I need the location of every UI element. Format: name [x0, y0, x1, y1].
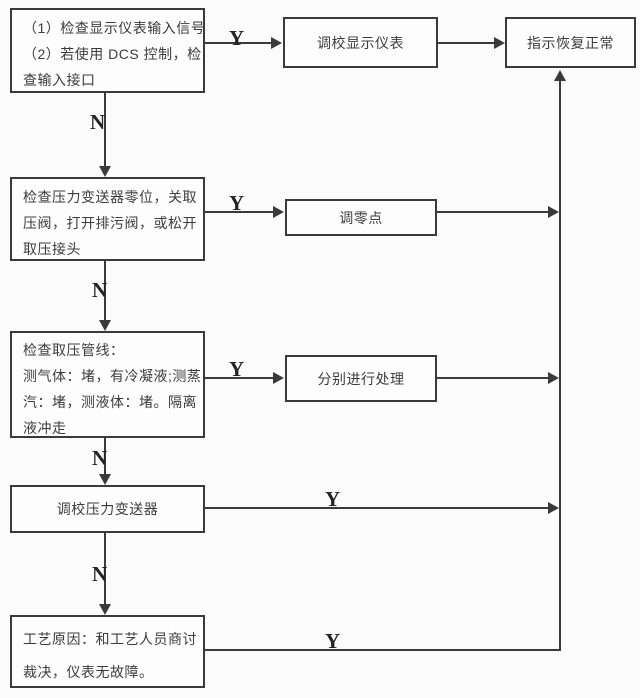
node-label: 调零点 [339, 209, 383, 226]
edge-y1-label: Y [229, 26, 245, 50]
edge-y2-arrowhead [273, 206, 284, 218]
edge-n4-arrowhead [99, 604, 111, 615]
node-adjust-zero-point: 调零点 [285, 199, 437, 236]
edge-calibrate-restored-arrowhead [494, 37, 505, 49]
node-check-pressure-lines: 检查取压管线： 测气体：堵，有冷凝液;测蒸 汽：堵，测液体：堵。隔离 液冲走 [10, 331, 205, 438]
edge-n2-line [104, 261, 106, 320]
node-text-line: 测气体：堵，有冷凝液;测蒸 [23, 368, 202, 384]
node-indication-restored: 指示恢复正常 [505, 17, 636, 68]
edge-zero-trunk-line [437, 211, 548, 213]
node-calibrate-display: 调校显示仪表 [283, 17, 438, 68]
node-label: 指示恢复正常 [527, 34, 614, 51]
edge-n1-label: N [90, 110, 106, 134]
edge-y3-line [205, 377, 273, 379]
edge-n4-label: N [92, 562, 108, 586]
node-text-line: 检查取压管线： [23, 342, 125, 358]
node-text-line: 查输入接口 [23, 72, 96, 88]
node-text-line: 汽：堵，测液体：堵。隔离 [23, 394, 197, 410]
node-text-line: 检查压力变送器零位，关取 [23, 189, 197, 205]
trunk-line [559, 74, 561, 651]
edge-y3-label: Y [229, 357, 245, 381]
edge-y5-line [205, 649, 561, 651]
edge-zero-trunk-arrowhead [548, 206, 559, 218]
edge-y2-line [205, 211, 273, 213]
node-text-line: 取压接头 [23, 241, 81, 257]
node-text-line: （1）检查显示仪表输入信号 [23, 20, 206, 36]
edge-n2-arrowhead [99, 320, 111, 331]
edge-n3-arrowhead [99, 474, 111, 485]
edge-n3-label: N [92, 446, 108, 470]
trunk-arrowhead-up [554, 70, 566, 81]
edge-y1-line [205, 42, 271, 44]
edge-y4-arrowhead [548, 502, 559, 514]
edge-y3-arrowhead [273, 372, 284, 384]
edge-handle-trunk-arrowhead [548, 372, 559, 384]
node-calibrate-transmitter: 调校压力变送器 [10, 485, 205, 533]
edge-n4-line [104, 533, 106, 604]
node-label: 调校显示仪表 [317, 34, 404, 51]
edge-y4-line [205, 507, 548, 509]
node-label: 分别进行处理 [317, 370, 405, 387]
edge-y5-label: Y [325, 629, 341, 653]
node-label: 调校压力变送器 [56, 501, 159, 517]
node-check-display-input: （1）检查显示仪表输入信号 （2）若使用 DCS 控制，检 查输入接口 [10, 8, 205, 93]
node-text-line: 裁决，仪表无故障。 [23, 664, 154, 680]
node-handle-separately: 分别进行处理 [285, 355, 437, 402]
node-check-transmitter-zero: 检查压力变送器零位，关取 压阀，打开排污阀，或松开 取压接头 [10, 177, 205, 261]
node-text-line: 压阀，打开排污阀，或松开 [23, 215, 197, 231]
edge-n3-line [104, 438, 106, 474]
edge-n1-line [104, 93, 106, 166]
edge-y4-label: Y [325, 487, 341, 511]
edge-n2-label: N [92, 278, 108, 302]
node-text-line: 工艺原因：和工艺人员商讨 [23, 631, 197, 647]
edge-handle-trunk-line [437, 377, 548, 379]
edge-calibrate-restored-line [438, 42, 494, 44]
node-text-line: （2）若使用 DCS 控制，检 [23, 46, 202, 62]
edge-n1-arrowhead [99, 166, 111, 177]
edge-y1-arrowhead [271, 37, 282, 49]
edge-y2-label: Y [229, 191, 245, 215]
node-process-cause: 工艺原因：和工艺人员商讨 裁决，仪表无故障。 [10, 615, 205, 688]
node-text-line: 液冲走 [23, 420, 67, 436]
